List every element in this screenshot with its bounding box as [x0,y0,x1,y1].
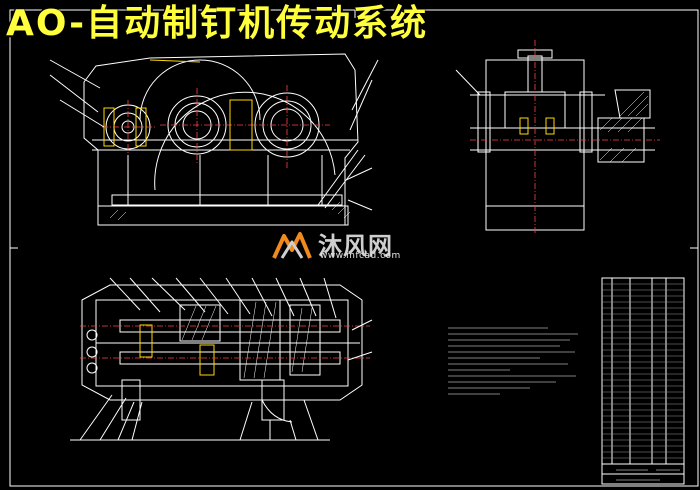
technical-notes [448,327,578,395]
plan-view [70,277,373,441]
side-view [455,40,660,235]
watermark-url: www.mfcad.com [320,251,401,261]
watermark-name: 沐风网 [318,232,393,260]
parts-list-table [601,277,685,485]
drawing-title: AO-自动制钉机传动系统 [6,3,429,44]
mfcad-logo-icon [272,232,312,259]
front-view [49,53,379,226]
